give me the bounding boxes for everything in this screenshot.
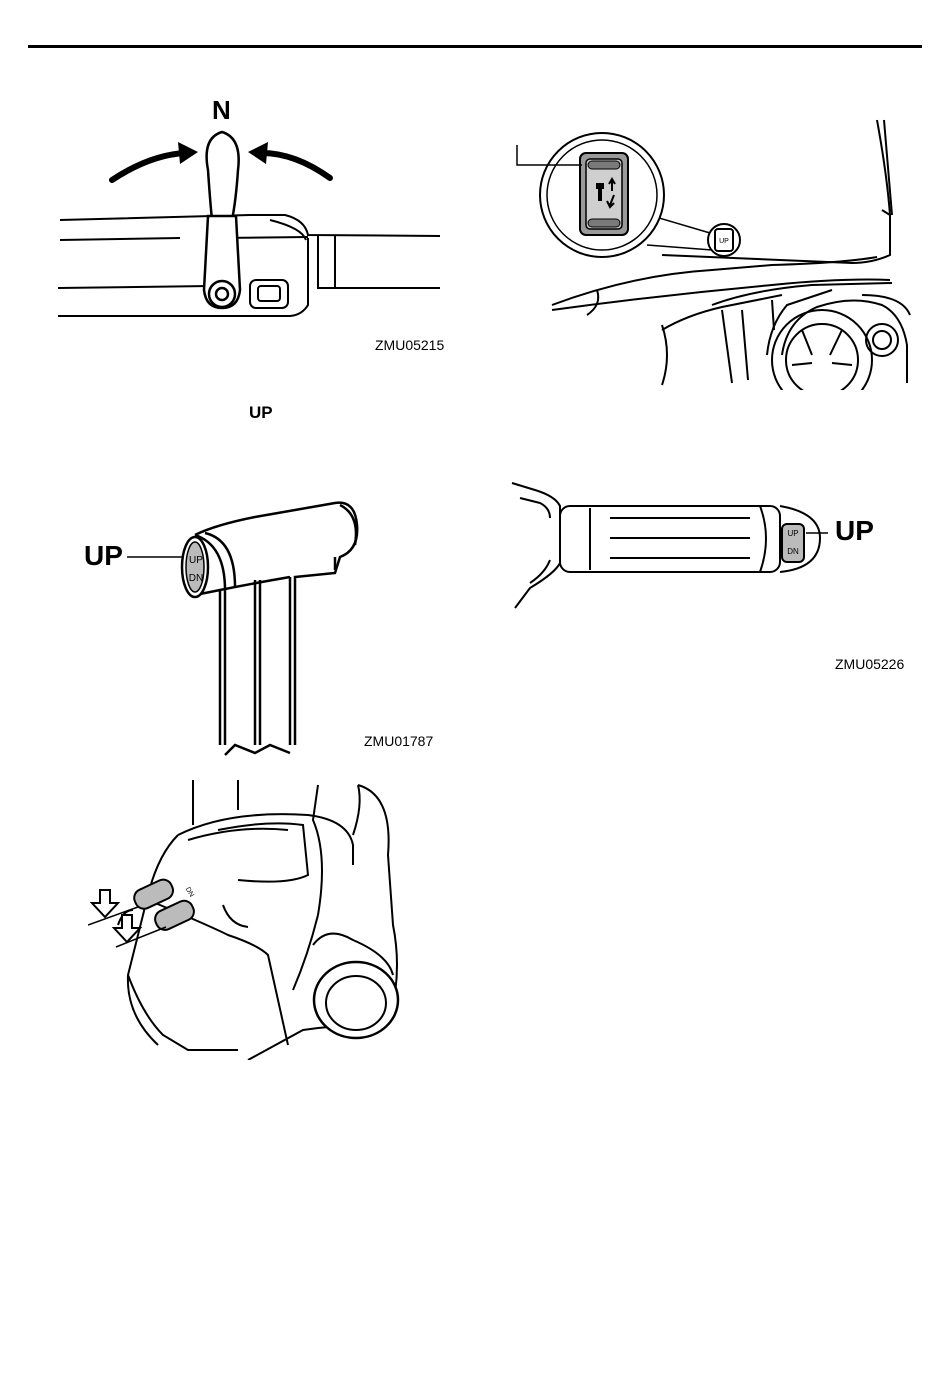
figure-code-zmu01787: ZMU01787	[364, 733, 433, 749]
cowling-trim-switch-illustration: UP	[512, 115, 912, 390]
fig3-switch-up-text: UP	[189, 555, 203, 566]
tiller-handle-illustration: UP DN	[510, 478, 830, 613]
remote-control-box-illustration: DN	[88, 775, 418, 1060]
shift-lever-illustration	[40, 120, 460, 330]
header-rule	[28, 45, 922, 48]
up-symbol-inline: UP	[249, 403, 273, 423]
up-label-fig4: UP	[835, 515, 874, 547]
fig4-switch-dn-text: DN	[787, 547, 799, 556]
up-label-fig3: UP	[84, 540, 123, 572]
figure-code-zmu05215: ZMU05215	[375, 337, 444, 353]
svg-text:UP: UP	[719, 238, 729, 245]
t-handle-illustration: UP DN	[125, 495, 375, 760]
fig3-switch-dn-text: DN	[189, 573, 203, 584]
fig4-switch-up-text: UP	[787, 529, 798, 538]
figure-code-zmu05226: ZMU05226	[835, 656, 904, 672]
fig5-switch-dn-text: DN	[184, 886, 195, 898]
